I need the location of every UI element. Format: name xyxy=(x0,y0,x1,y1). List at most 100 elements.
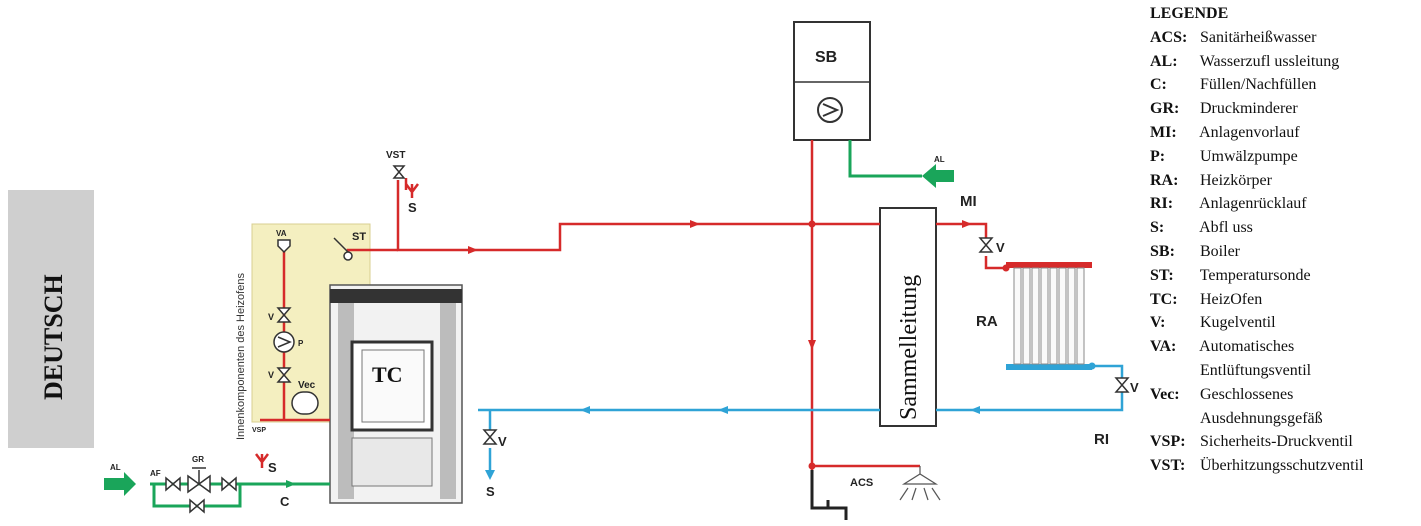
boiler-sb: SB xyxy=(793,21,871,141)
radiator-ra-label: RA xyxy=(976,313,998,330)
legend-row: GR: Druckminderer xyxy=(1150,97,1418,121)
legend-text: Boiler xyxy=(1200,242,1240,260)
legend-row: RA: Heizkörper xyxy=(1150,169,1418,193)
legend-code: VA: xyxy=(1150,338,1177,356)
legend-text: Sanitärheißwasser xyxy=(1200,28,1317,46)
legend-code: ACS: xyxy=(1150,28,1188,46)
legend-row: C: Füllen/Nachfüllen xyxy=(1150,73,1418,97)
legend-text: Kugelventil xyxy=(1200,314,1276,332)
legend-code: S: xyxy=(1150,219,1165,237)
s-vst-label: S xyxy=(408,200,417,215)
valve-icons xyxy=(165,165,1130,514)
stove-tc-label: TC xyxy=(372,362,403,387)
legend-row: TC: HeizOfen xyxy=(1150,288,1418,312)
legend-text: Automatisches xyxy=(1199,338,1295,356)
collector-sammelleitung: Sammelleitung xyxy=(879,207,937,427)
legend-row: VSP: Sicherheits-Druckventil xyxy=(1150,430,1418,454)
legend-text: Geschlossenes xyxy=(1200,385,1294,403)
c-label: C xyxy=(280,494,290,509)
boiler-pump-icon xyxy=(817,97,843,123)
legend-text: Temperatursonde xyxy=(1199,266,1311,284)
legend-row: Vec: Geschlossenes xyxy=(1150,383,1418,407)
inner-components-label: Innenkomponenten des Heizofens xyxy=(235,273,247,440)
mi-label: MI xyxy=(960,193,977,210)
collector-label: Sammelleitung xyxy=(896,275,922,420)
va-label: VA xyxy=(276,229,287,238)
legend-code: VST: xyxy=(1150,457,1186,475)
gr-label: GR xyxy=(192,455,204,464)
legend-row: MI: Anlagenvorlauf xyxy=(1150,121,1418,145)
legend-row: ST: Temperatursonde xyxy=(1150,264,1418,288)
flow-arrows xyxy=(468,220,972,350)
legend-code: AL: xyxy=(1150,52,1178,70)
legend-code: RA: xyxy=(1150,171,1179,189)
legend-code: VSP: xyxy=(1150,433,1186,451)
legend-text: Füllen/Nachfüllen xyxy=(1200,76,1317,94)
legend-row: ACS: Sanitärheißwasser xyxy=(1150,26,1418,50)
stove-tc: TC xyxy=(329,284,463,504)
legend-row: SB: Boiler xyxy=(1150,240,1418,264)
legend-text: Anlagenvorlauf xyxy=(1199,123,1300,141)
temperature-sensor-icon xyxy=(333,237,353,261)
legend-row: P: Umwälzpumpe xyxy=(1150,145,1418,169)
legend-continuation: Entlüftungsventil xyxy=(1200,361,1312,379)
legend-code: Vec: xyxy=(1150,385,1180,403)
legend-text: Druckminderer xyxy=(1200,100,1298,118)
vec-label: Vec xyxy=(298,380,316,391)
language-label: DEUTSCH xyxy=(39,274,68,400)
legend-row: AL: Wasserzufl ussleitung xyxy=(1150,50,1418,74)
legend-code: MI: xyxy=(1150,123,1177,141)
pressure-reducer-icon xyxy=(187,467,211,494)
legend-code: TC: xyxy=(1150,290,1178,308)
acs-label: ACS xyxy=(850,477,873,489)
s-vsp-label: S xyxy=(268,460,277,475)
legend-text: Sicherheits-Druckventil xyxy=(1200,433,1353,451)
vst-label: VST xyxy=(386,150,405,161)
circulation-pump-icon xyxy=(273,331,295,353)
legend-code: ST: xyxy=(1150,266,1174,284)
cold-piping xyxy=(478,364,1124,470)
al-bottom-label: AL xyxy=(110,463,121,472)
junction-dots xyxy=(808,220,1010,470)
legend-row: VST: Überhitzungsschutzventil xyxy=(1150,454,1418,478)
legend-text: Überhitzungsschutzventil xyxy=(1200,457,1364,475)
legend-code: C: xyxy=(1150,76,1167,94)
legend-code: RI: xyxy=(1150,195,1174,213)
air-vent-icon xyxy=(277,239,291,254)
legend-code: GR: xyxy=(1150,100,1180,118)
al-top-label: AL xyxy=(934,155,945,164)
radiator-ra: RA xyxy=(976,262,1092,370)
legend-text: Umwälzpumpe xyxy=(1200,147,1298,165)
p-label: P xyxy=(298,339,304,348)
vsp-label: VSP xyxy=(252,427,266,434)
cold-arrows xyxy=(485,362,1096,480)
legend-row: V: Kugelventil xyxy=(1150,311,1418,335)
st-label: ST xyxy=(352,231,366,243)
legend-text: Wasserzufl ussleitung xyxy=(1199,52,1340,70)
s-blue-label: S xyxy=(486,484,495,499)
tap-icon xyxy=(810,470,848,520)
v-blue-label: V xyxy=(498,434,507,449)
legend-row: RI: Anlagenrücklauf xyxy=(1150,192,1418,216)
legend-row: S: Abfl uss xyxy=(1150,216,1418,240)
legend-continuation: Ausdehnungsgefäß xyxy=(1200,409,1323,427)
legend-row: VA: Automatisches xyxy=(1150,335,1418,359)
legend-code: V: xyxy=(1150,314,1166,332)
supply-arrows xyxy=(104,164,954,496)
legend-title: LEGENDE xyxy=(1150,5,1229,22)
ri-label: RI xyxy=(1094,431,1109,448)
v-upper-label: V xyxy=(268,312,274,322)
legend-text: Abfl uss xyxy=(1199,219,1253,237)
v-mi-label: V xyxy=(996,240,1005,255)
legend-text: Heizkörper xyxy=(1200,171,1272,189)
shower-icon xyxy=(899,466,941,501)
v-lower-label: V xyxy=(268,370,274,380)
language-tab: DEUTSCH xyxy=(8,190,94,448)
af-label: AF xyxy=(150,469,161,478)
legend-text: HeizOfen xyxy=(1200,290,1263,308)
legend-text: Anlagenrücklauf xyxy=(1199,195,1307,213)
boiler-sb-label: SB xyxy=(815,49,837,66)
